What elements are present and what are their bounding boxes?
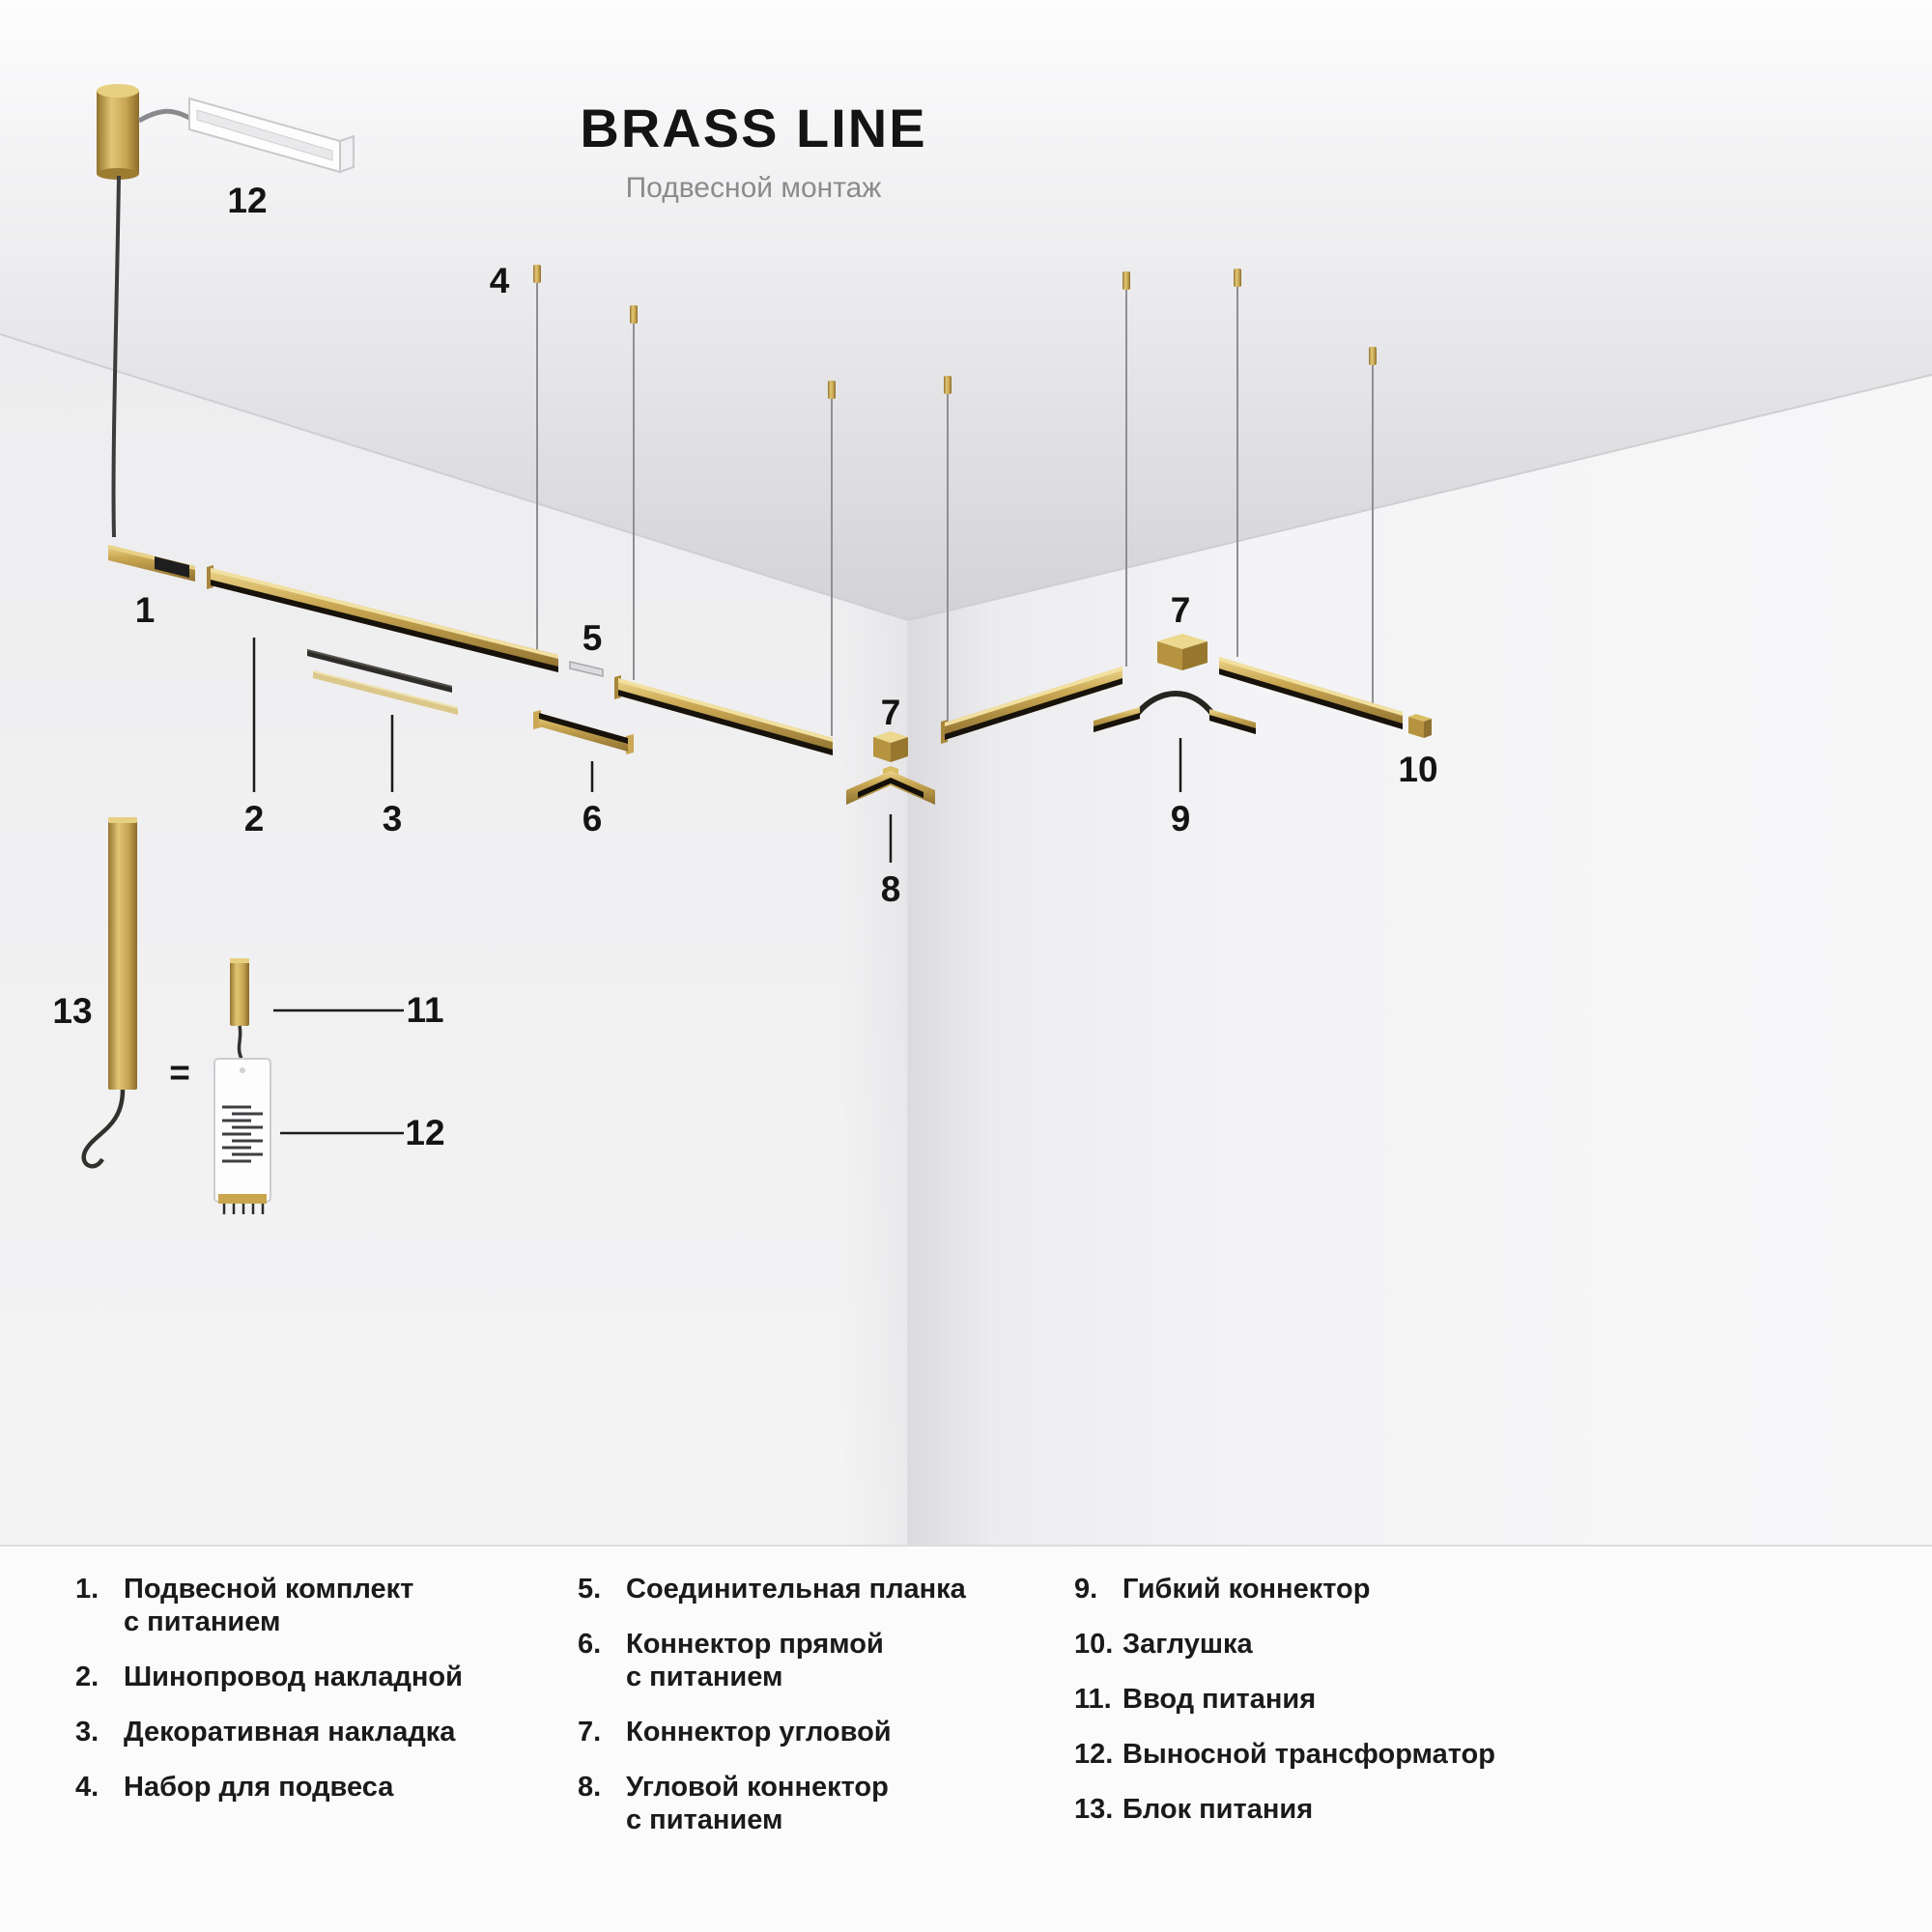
callout-item-5: 5 — [582, 618, 603, 658]
corner-connector-2 — [1157, 634, 1208, 670]
legend-item-label: Ввод питания — [1122, 1684, 1317, 1715]
legend-item-number: 13. — [1074, 1794, 1114, 1825]
callout-item-10: 10 — [1398, 750, 1438, 789]
legend-item: 12. Выносной трансформатор — [1074, 1738, 1495, 1771]
legend-item-label: Блок питания — [1122, 1794, 1314, 1825]
page-title: BRASS LINE — [580, 98, 927, 158]
legend-column-2: 5. Соединительная планка 6. Коннектор пр… — [578, 1573, 966, 1859]
legend-item: 6. Коннектор прямой с питанием — [578, 1628, 966, 1693]
legend-column-3: 9. Гибкий коннектор 10. Заглушка 11. Вво… — [1074, 1573, 1495, 1848]
legend-item-number: 6. — [578, 1629, 602, 1660]
legend-item-label: Гибкий коннектор — [1122, 1574, 1371, 1605]
legend-item-label: Соединительная планка — [626, 1574, 966, 1605]
legend-item-number: 4. — [75, 1772, 99, 1803]
legend-item-label: Декоративная накладка — [124, 1717, 456, 1747]
left-wall — [0, 334, 908, 1546]
legend-item-label: Шинопровод накладной — [124, 1662, 463, 1692]
legend-item-label: Угловой коннектор с питанием — [626, 1772, 889, 1835]
page-subtitle: Подвесной монтаж — [625, 172, 882, 204]
legend-item: 1. Подвесной комплект с питанием — [75, 1573, 463, 1638]
legend-item-number: 11. — [1074, 1684, 1112, 1715]
callout-item-4: 4 — [489, 261, 510, 300]
power-feed — [108, 545, 195, 582]
legend-item-label: Коннектор прямой с питанием — [626, 1629, 884, 1692]
callout-item-6: 6 — [582, 799, 603, 838]
corner-connector-power — [846, 766, 935, 805]
legend-item: 4. Набор для подвеса — [75, 1771, 463, 1804]
track-segment-left — [207, 565, 558, 672]
legend-item-number: 3. — [75, 1717, 99, 1747]
equals-sign: = — [169, 1053, 190, 1093]
callout-item-9: 9 — [1170, 799, 1191, 838]
legend-item-number: 12. — [1074, 1739, 1114, 1770]
callout-profile-12: 12 — [227, 181, 268, 220]
legend-item: 3. Декоративная накладка — [75, 1716, 463, 1748]
legend-item-number: 9. — [1074, 1574, 1098, 1605]
power-input — [230, 958, 249, 1060]
ceiling — [0, 0, 1932, 620]
legend-item: 7. Коннектор угловой — [578, 1716, 966, 1748]
decorative-cover — [307, 649, 458, 715]
legend-item-number: 2. — [75, 1662, 99, 1692]
callout-item-7a: 7 — [880, 693, 901, 732]
corner-shadow-right — [908, 599, 995, 1546]
legend-item: 8. Угловой коннектор с питанием — [578, 1771, 966, 1836]
right-wall — [908, 375, 1932, 1546]
ceiling-mount-cylinder — [97, 84, 139, 180]
legend-item-number: 8. — [578, 1772, 602, 1803]
corner-connector — [873, 731, 908, 762]
legend-item-label: Выносной трансформатор — [1122, 1739, 1495, 1770]
ceiling-anchors — [533, 265, 1377, 399]
recessed-profile — [188, 97, 355, 174]
legend-item-number: 5. — [578, 1574, 602, 1605]
leader-lines — [252, 638, 1182, 1135]
legend-item: 11. Ввод питания — [1074, 1683, 1495, 1716]
callout-item-2: 2 — [243, 799, 265, 838]
joining-plate — [569, 661, 604, 677]
track-segment-right — [941, 667, 1122, 744]
legend-item: 13. Блок питания — [1074, 1793, 1495, 1826]
external-transformer — [213, 1058, 271, 1214]
legend-item: 9. Гибкий коннектор — [1074, 1573, 1495, 1605]
legend-item-label: Заглушка — [1122, 1629, 1253, 1660]
end-cap — [1408, 714, 1432, 738]
legend-background — [0, 1546, 1932, 1932]
callout-item-13: 13 — [52, 991, 93, 1031]
straight-connector-power — [533, 710, 634, 754]
callout-item-8: 8 — [880, 869, 901, 909]
track-segment-front — [1219, 657, 1403, 729]
suspension-wires — [536, 282, 1374, 736]
legend-item-number: 10. — [1074, 1629, 1114, 1660]
callout-item-3: 3 — [382, 799, 403, 838]
track-segment-left-2 — [614, 675, 833, 755]
flexible-connector — [1094, 691, 1256, 734]
legend-item-label: Коннектор угловой — [626, 1717, 892, 1747]
callout-item-12: 12 — [405, 1113, 445, 1152]
power-supply-bar — [81, 817, 137, 1169]
callout-item-1: 1 — [134, 590, 156, 630]
legend-item-number: 1. — [75, 1574, 99, 1605]
drop-cable — [111, 175, 121, 538]
callout-item-7b: 7 — [1170, 590, 1191, 630]
legend-item: 2. Шинопровод накладной — [75, 1661, 463, 1693]
callout-item-11: 11 — [406, 990, 444, 1030]
legend-item: 10. Заглушка — [1074, 1628, 1495, 1661]
legend-item-label: Набор для подвеса — [124, 1772, 394, 1803]
legend-item-label: Подвесной комплект с питанием — [124, 1574, 414, 1637]
legend-column-1: 1. Подвесной комплект с питанием 2. Шино… — [75, 1573, 463, 1826]
legend-item-number: 7. — [578, 1717, 602, 1747]
legend-item: 5. Соединительная планка — [578, 1573, 966, 1605]
